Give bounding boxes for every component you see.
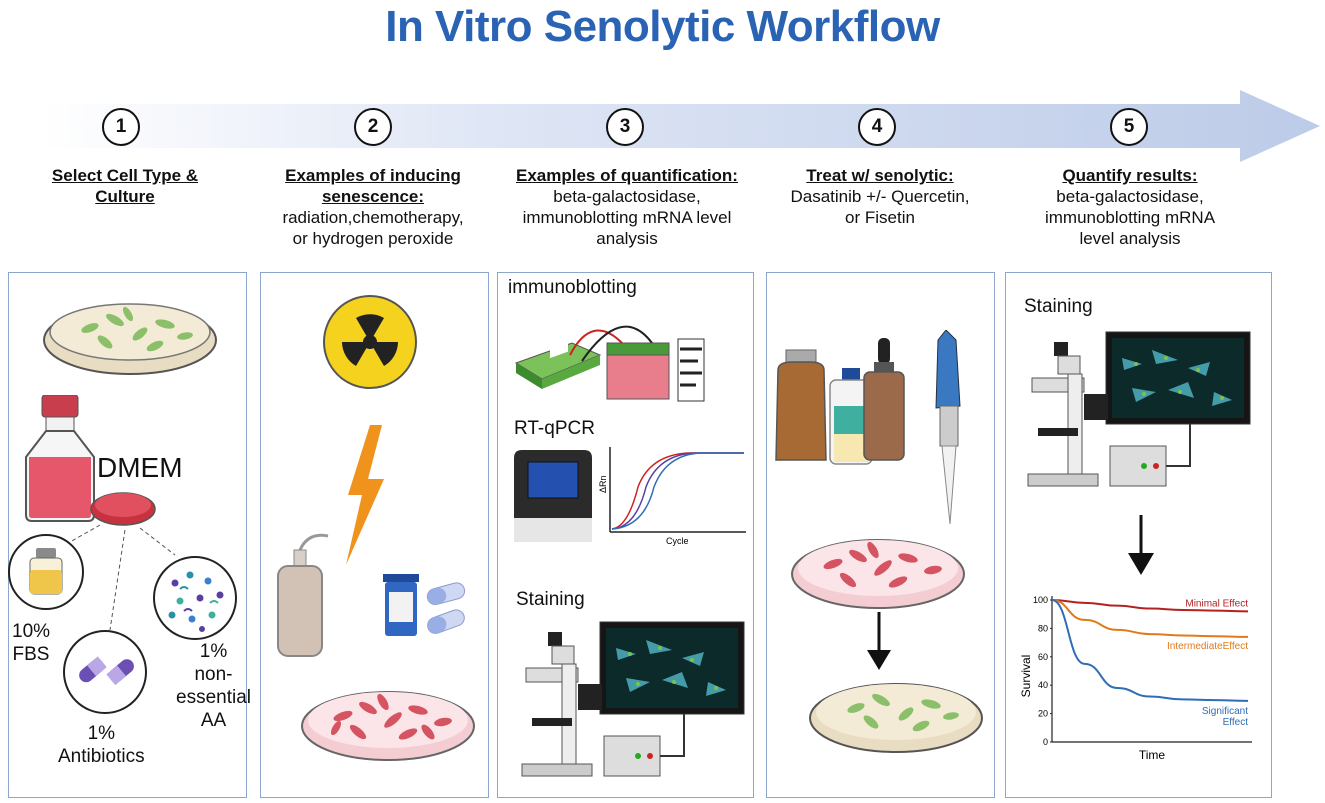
series-label-minimal: Minimal Effect <box>1185 598 1248 609</box>
workflow-arrow <box>40 90 1320 162</box>
qpcr-ylabel: ΔRn <box>598 475 608 493</box>
step-2-heading: Examples of inducing senescence: radiati… <box>282 166 464 248</box>
survival-xlabel: Time <box>1139 748 1166 762</box>
amino-acids-icon <box>153 556 237 640</box>
qpcr-machine-icon <box>514 450 592 542</box>
reagent-bottles-icon <box>775 330 961 525</box>
page-title: In Vitro Senolytic Workflow <box>385 2 940 51</box>
step-1-heading: Select Cell Type & Culture <box>51 166 199 206</box>
chemotherapy-pills-icon <box>383 574 466 636</box>
antibiotics-icon <box>63 630 147 714</box>
series-label-significant-2: Effect <box>1223 717 1249 728</box>
qpcr-xlabel: Cycle <box>666 536 689 546</box>
step-3-number: 3 <box>606 108 644 146</box>
step-3-heading: Examples of quantification: beta-galacto… <box>516 166 738 248</box>
peroxide-bottle-icon <box>277 533 329 657</box>
y-tick-label: 0 <box>1043 737 1048 747</box>
step-1-number: 1 <box>102 108 140 146</box>
medium-dish-icon <box>90 492 156 526</box>
treated-dish-icon <box>791 539 965 609</box>
step-2-number: 2 <box>354 108 392 146</box>
survival-chart: Survival Time 100 80 60 40 20 0 Minimal Effec… <box>1020 595 1252 762</box>
series-label-significant: Significant <box>1202 706 1248 717</box>
step-4-heading: Treat w/ senolytic: Dasatinib +/- Querce… <box>790 166 970 227</box>
survival-ylabel: Survival <box>1020 655 1033 698</box>
step-5-heading: Quantify results: beta-galactosidase, im… <box>1044 166 1216 248</box>
series-label-intermediate: IntermediateEffect <box>1167 641 1248 652</box>
step-5-number: 5 <box>1110 108 1148 146</box>
down-arrow-icon <box>867 612 891 670</box>
y-tick-label: 40 <box>1038 680 1048 690</box>
rtqpcr-label: RT-qPCR <box>514 418 595 439</box>
culture-dish-icon <box>43 303 217 375</box>
cleared-dish-icon <box>809 683 983 753</box>
y-tick-label: 80 <box>1038 623 1048 633</box>
microscope-setup-icon <box>521 621 745 777</box>
staining-label-5: Staining <box>1024 296 1093 317</box>
step-4-number: 4 <box>858 108 896 146</box>
antibiotics-label: 1%Antibiotics <box>58 723 145 767</box>
qpcr-curve-chart: ΔRn Cycle <box>598 447 746 546</box>
fbs-bottle-icon <box>8 534 84 610</box>
series-line-2 <box>1051 599 1249 702</box>
staining-label-3: Staining <box>516 589 585 610</box>
connector-lines <box>69 524 176 631</box>
y-tick-label: 60 <box>1038 652 1048 662</box>
series-line-0 <box>1051 599 1249 613</box>
radiation-icon <box>323 295 417 389</box>
y-tick-label: 100 <box>1033 595 1048 605</box>
down-arrow-icon-2 <box>1128 515 1154 575</box>
fbs-label: 10%FBS <box>12 621 51 665</box>
immunoblot-apparatus-icon <box>514 325 705 402</box>
dmem-label: DMEM <box>97 452 183 483</box>
series-line-1 <box>1051 599 1249 638</box>
lightning-icon <box>346 425 384 565</box>
senescent-dish-icon <box>301 691 475 761</box>
y-tick-label: 20 <box>1038 709 1048 719</box>
microscope-setup-icon-2 <box>1027 331 1251 487</box>
immunoblotting-label: immunoblotting <box>508 277 637 298</box>
